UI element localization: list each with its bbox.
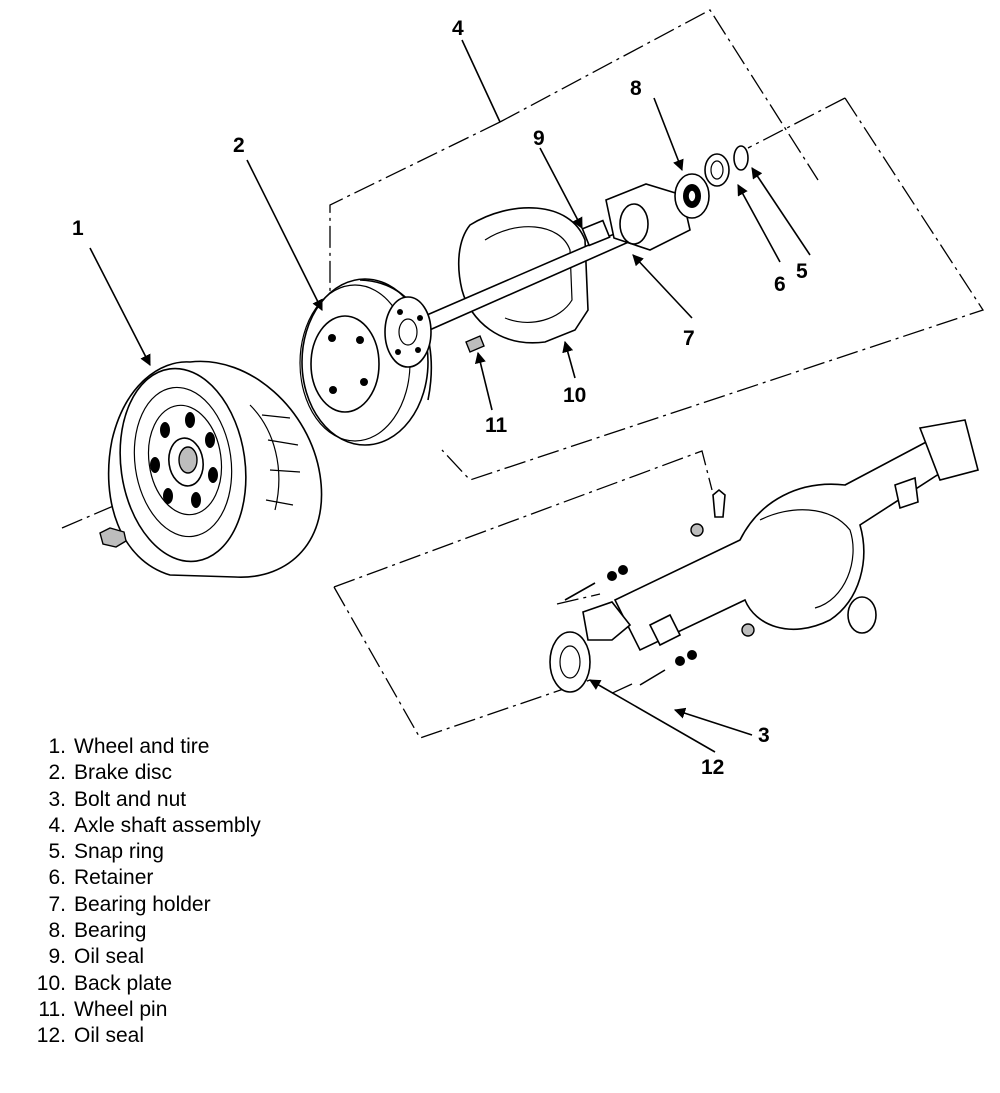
callout-numbers: 1 2 3 4 5 6 7 8 9 10 11 12 xyxy=(72,17,808,779)
callout-10: 10 xyxy=(563,384,586,407)
callout-3: 3 xyxy=(758,724,770,747)
callout-11: 11 xyxy=(485,414,508,437)
callout-8: 8 xyxy=(630,77,642,100)
callout-5: 5 xyxy=(796,260,808,283)
callout-12: 12 xyxy=(701,756,724,779)
callout-2: 2 xyxy=(233,134,245,157)
axle-shaft-assembly-drawing xyxy=(384,145,749,368)
callout-1: 1 xyxy=(72,217,84,240)
callout-4: 4 xyxy=(452,17,464,40)
wheel-and-tire-drawing xyxy=(99,360,323,578)
leader-lines xyxy=(89,39,811,753)
callout-6: 6 xyxy=(774,273,786,296)
callout-7: 7 xyxy=(683,327,695,350)
rear-axle-housing-drawing xyxy=(549,419,979,693)
callout-9: 9 xyxy=(533,127,545,150)
